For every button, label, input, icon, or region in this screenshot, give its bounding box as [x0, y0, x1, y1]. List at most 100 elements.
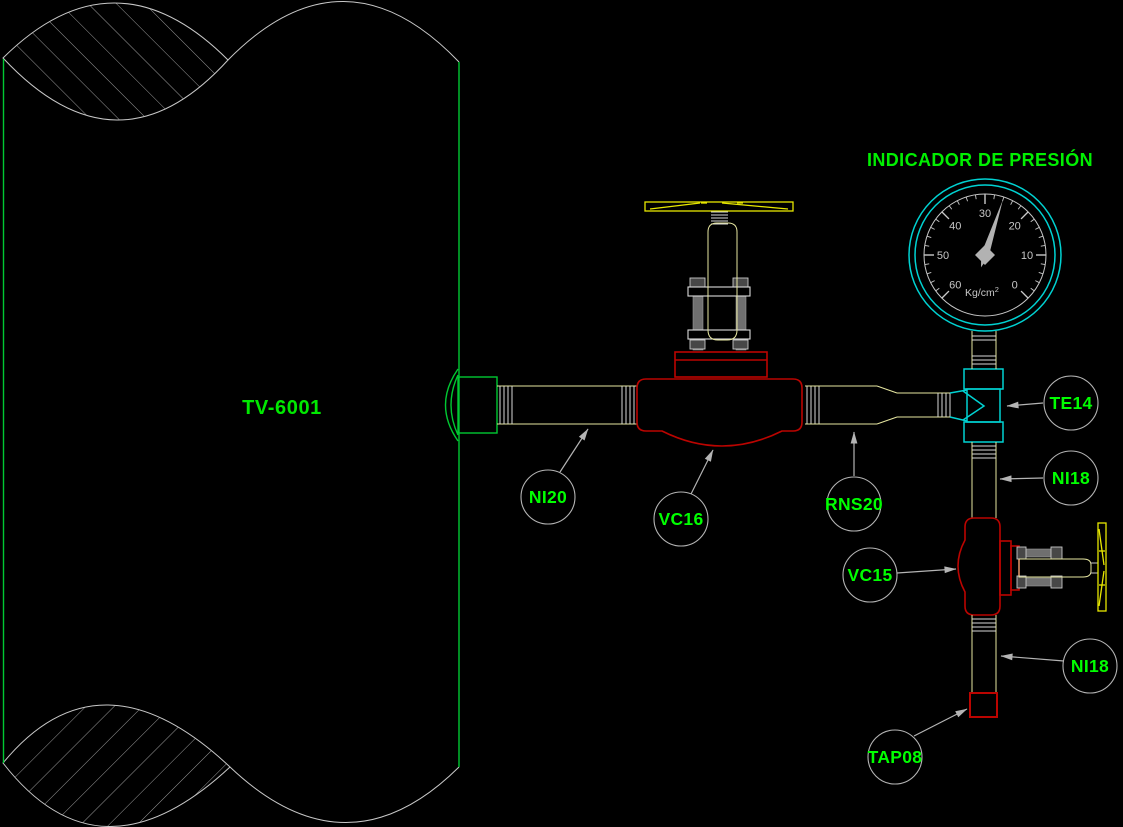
gauge-tick: [1038, 235, 1044, 238]
valve-vc15: [957, 517, 1107, 616]
gauge-tick: [924, 263, 930, 265]
callout-te14-circle: [1043, 375, 1099, 431]
callout-ni18-upper-leader: [999, 475, 1044, 483]
rns20-thread-right: [937, 393, 951, 417]
vc15-stem-housing: [1018, 558, 1092, 578]
gauge-scale-label: 30: [979, 208, 991, 220]
gauge-tick: [930, 280, 935, 284]
vessel-bottom-head-arc: [229, 766, 460, 823]
gauge-tick: [941, 211, 950, 220]
gauge-tick: [1020, 290, 1029, 299]
nozzle-weld-arc-inner: [450, 374, 459, 436]
rns20-taper-bottom: [876, 416, 898, 425]
callout-ni20: NI20: [520, 428, 589, 525]
gauge-tick: [1040, 263, 1046, 265]
callout-rns20-label: RNS20: [825, 494, 883, 514]
callout-vc16-circle: [653, 491, 709, 547]
callout-vc15: VC15: [842, 547, 957, 603]
gauge-tick: [935, 218, 940, 223]
callout-ni18-upper-label: NI18: [1052, 468, 1090, 488]
gauge-tick: [965, 196, 968, 202]
callout-vc16: VC16: [653, 449, 714, 547]
gauge-tick: [1035, 280, 1040, 284]
ni20-thread-right: [621, 386, 635, 424]
gauge-tick: [1038, 272, 1044, 275]
vc16-stem-threads: [711, 211, 728, 225]
gauge-scale-label: 0: [1012, 280, 1018, 292]
gauge-scale-label: 20: [1009, 220, 1021, 232]
te14-branch-flare: [949, 389, 968, 422]
valve-vc16: [636, 201, 803, 447]
callout-vc15-circle: [842, 547, 898, 603]
te14-bottom-socket: [963, 421, 1004, 443]
callout-tap08-circle: [867, 729, 923, 785]
reducer-rns20: [805, 385, 951, 425]
gauge-tick: [1020, 211, 1029, 220]
vc15-handwheel: [1097, 522, 1107, 612]
vc16-bonnet: [674, 351, 768, 378]
ni18-upper-threads: [972, 445, 996, 459]
callout-te14-leader: [1006, 401, 1044, 409]
gauge-case-outer: [908, 178, 1062, 332]
callout-tap08: TAP08: [867, 708, 968, 785]
gauge-tick: [926, 235, 932, 238]
nozzle-weld-arc-outer: [444, 368, 459, 442]
callout-vc16-leader: [690, 449, 714, 495]
pipe-nipple-ni18-upper: [971, 442, 997, 518]
gauge-tick: [1040, 245, 1046, 247]
gauge-scale-label: 50: [937, 250, 949, 262]
callout-ni20-circle: [520, 469, 576, 525]
te14-top-socket: [963, 368, 1004, 390]
vessel-bottom-break-hatch: [2, 704, 231, 827]
callout-ni18-lower-circle: [1062, 638, 1118, 694]
gauge-tick: [975, 194, 977, 200]
gauge-tick: [930, 226, 935, 230]
vc16-body: [636, 378, 803, 447]
tee-te14: [949, 368, 1004, 443]
plug-tap08: [969, 692, 998, 718]
callout-ni18-upper: NI18: [999, 450, 1099, 506]
gauge-unit: Kg/cm2: [965, 285, 999, 299]
vc16-stem-housing: [707, 222, 738, 341]
callout-te14-label: TE14: [1049, 393, 1092, 413]
rns20-thread-left: [806, 386, 820, 424]
gauge-tick: [1010, 200, 1014, 205]
gauge-tick: [941, 290, 950, 299]
callout-rns20-circle: [826, 476, 882, 532]
ni18-lower-threads: [972, 618, 996, 632]
gauge-stem-pipe: [971, 331, 997, 369]
gauge-tick: [1030, 287, 1035, 292]
vc15-wheel-hub: [1091, 562, 1098, 574]
gauge-case-inner: [914, 184, 1056, 326]
vc16-handwheel: [644, 201, 794, 212]
vessel-top-head-arc: [227, 1, 460, 63]
rns20-taper-top: [876, 385, 898, 394]
vc15-yoke: [1016, 546, 1063, 589]
te14-flow-chevron: [962, 390, 986, 421]
gauge-tick: [948, 205, 953, 210]
gauge-tick: [926, 272, 932, 275]
gauge-stem-threads: [972, 335, 996, 365]
callout-tap08-leader: [913, 708, 968, 737]
callout-tap08-label: TAP08: [868, 747, 923, 767]
callout-te14: TE14: [1006, 375, 1099, 431]
gauge-tick: [1030, 218, 1035, 223]
vc15-bonnet: [999, 540, 1020, 596]
callout-ni20-label: NI20: [529, 487, 567, 507]
vc15-body: [957, 517, 1001, 616]
gauge-unit-base: Kg/cm: [965, 287, 995, 299]
vessel-nozzle: [444, 368, 498, 442]
gauge-scale-label: 60: [949, 280, 961, 292]
callout-ni18-upper-circle: [1043, 450, 1099, 506]
gauge-tick: [1035, 226, 1040, 230]
gauge-tick: [956, 200, 960, 205]
gauge-scale-label: 40: [949, 220, 961, 232]
gauge-tick: [993, 194, 995, 200]
callout-vc15-leader: [896, 566, 957, 574]
vessel-tag-text: TV-6001: [242, 397, 322, 419]
vessel-top-break-hatch: [2, 2, 229, 121]
callout-ni20-leader: [559, 428, 589, 473]
